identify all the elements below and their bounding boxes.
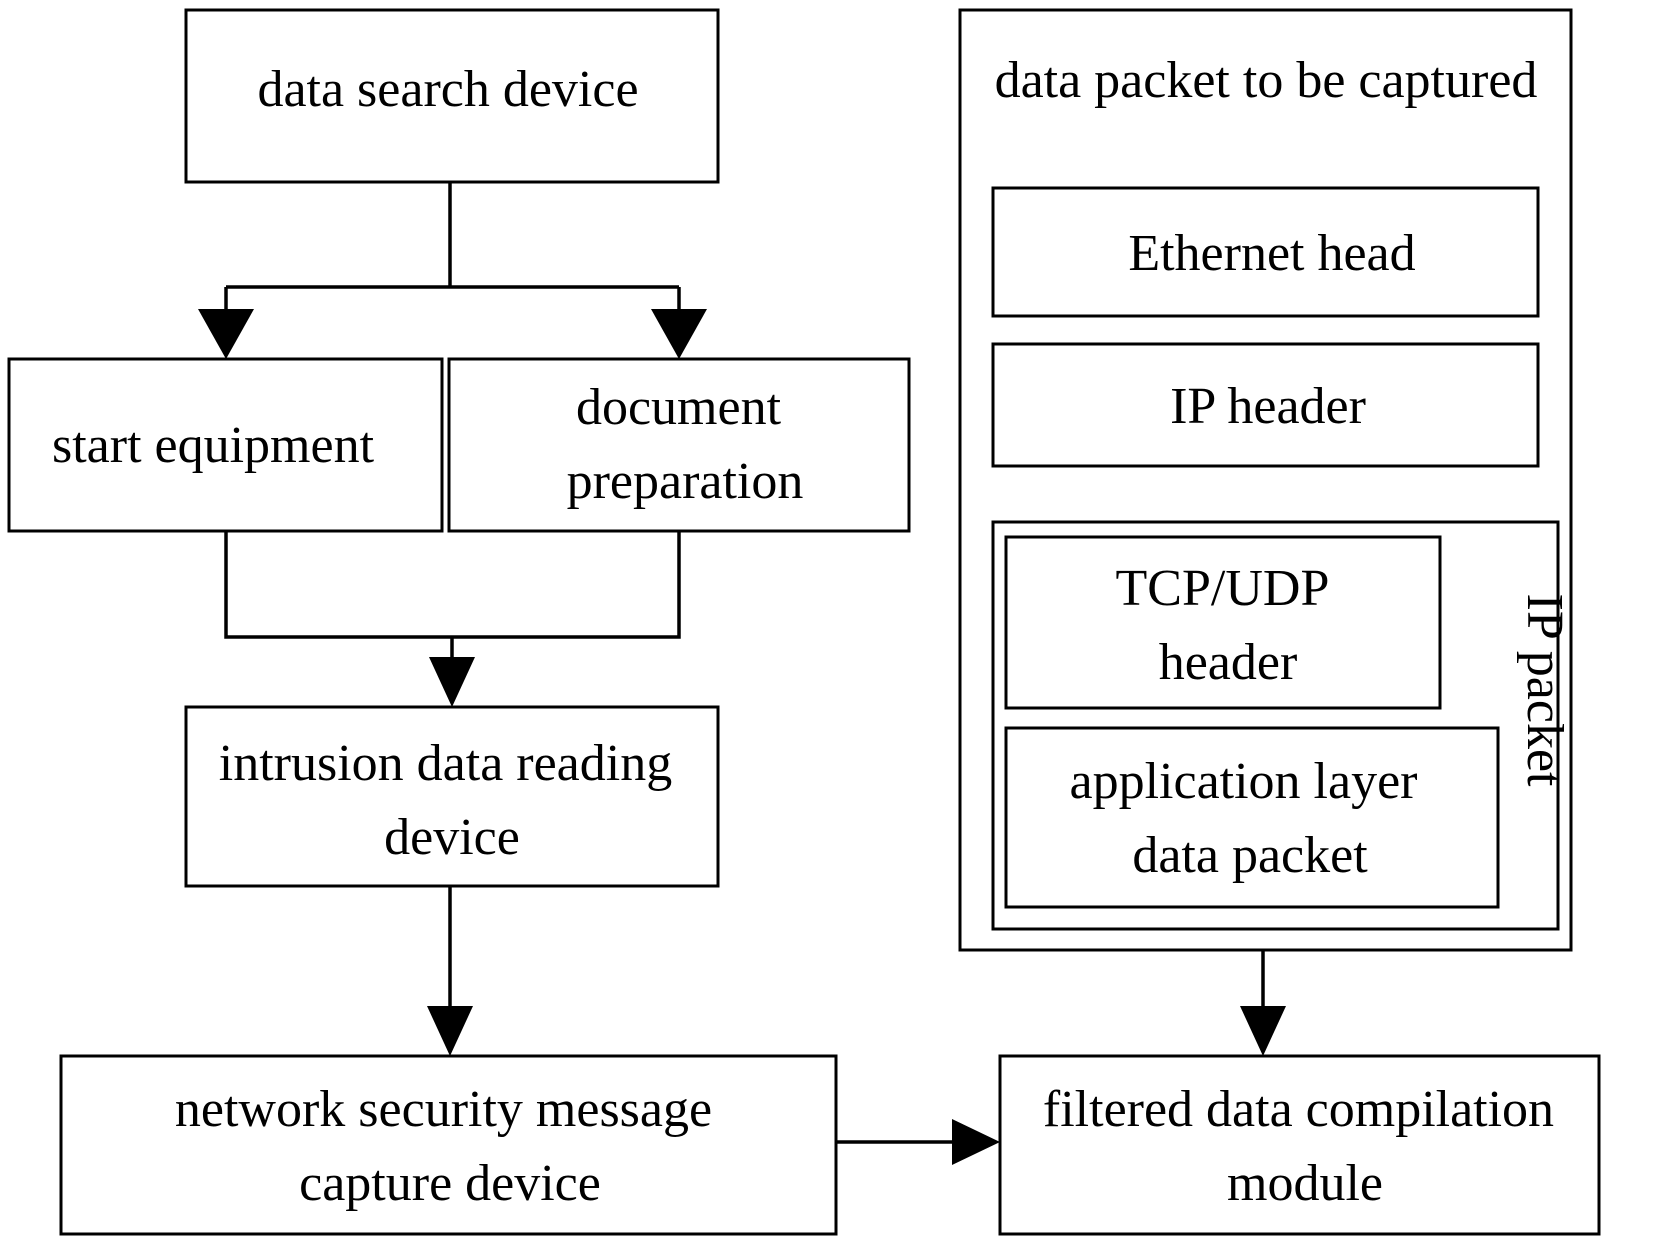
label-filtered-data-compilation-module: filtered data compilation module [1043,1081,1567,1212]
label-data-search-device: data search device [257,61,638,118]
arrowhead-filtered-top [1240,1006,1286,1056]
arrowhead-start [198,309,254,359]
label-ip-packet: IP packet [1516,594,1573,788]
arrowheads [198,309,1286,1165]
node-tcp-udp-header [1004,535,1442,710]
connectors [224,182,1265,1144]
node-intrusion-data-reading-device [184,705,720,888]
node-application-layer-data-packet [1004,726,1500,909]
label-ip-header: IP header [1170,378,1366,435]
node-ethernet-head [991,186,1540,318]
node-document-preparation [447,357,911,533]
edge-merge [224,531,681,639]
label-tcp-udp-header: TCP/UDP header [1116,560,1341,691]
label-application-layer-data-packet: application layer data packet [1070,753,1431,884]
arrowhead-document [651,309,707,359]
arrowhead-capture [427,1006,473,1056]
label-document-preparation: document preparation [567,379,804,510]
node-ip-header [991,342,1540,468]
label-start-equipment: start equipment [52,417,375,474]
label-data-packet-to-be-captured: data packet to be captured [995,52,1538,109]
arrowhead-intrusion [429,657,475,707]
label-network-security-message-capture-device: network security message capture device [175,1081,725,1212]
node-network-security-message-capture-device [59,1054,838,1236]
arrowhead-filtered [952,1119,1000,1165]
node-start-equipment [7,357,444,533]
label-ethernet-head: Ethernet head [1128,225,1415,282]
label-intrusion-data-reading-device: intrusion data reading device [219,735,685,866]
node-data-search-device [184,8,720,184]
node-filtered-data-compilation-module [998,1054,1601,1236]
